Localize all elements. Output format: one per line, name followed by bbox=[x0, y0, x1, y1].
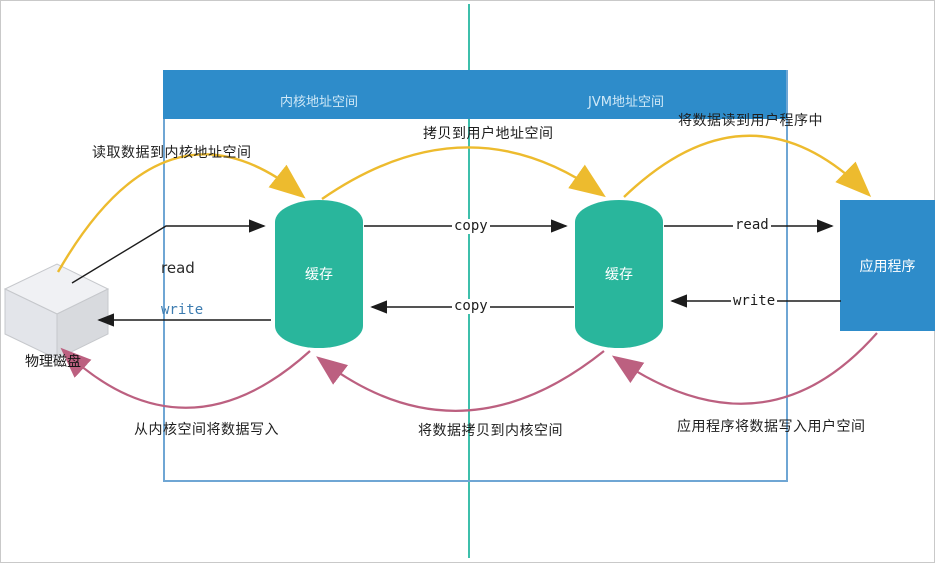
read-flow-label-user-to-app: 将数据读到用户程序中 bbox=[678, 113, 823, 129]
copy-to-kernel-edge-label: copy bbox=[452, 298, 490, 314]
physical-disk-label: 物理磁盘 bbox=[25, 354, 81, 370]
jvm-buffer-label: 缓存 bbox=[605, 267, 633, 283]
write-flow-label-kernel-to-disk: 从内核空间将数据写入 bbox=[134, 422, 279, 438]
physical-disk-shape bbox=[3, 263, 110, 360]
app-write-edge-label: write bbox=[731, 293, 778, 309]
application-box: 应用程序 bbox=[840, 200, 935, 331]
copy-to-jvm-edge-label: copy bbox=[452, 218, 490, 234]
address-space-header-bar: 内核地址空间 JVM地址空间 bbox=[163, 70, 786, 119]
read-flow-label-disk-to-kernel: 读取数据到内核地址空间 bbox=[92, 145, 252, 161]
write-flow-label-app-to-user: 应用程序将数据写入用户空间 bbox=[677, 419, 866, 435]
kernel-space-label: 内核地址空间 bbox=[280, 95, 359, 110]
application-label: 应用程序 bbox=[859, 258, 916, 275]
app-read-edge-label: read bbox=[733, 217, 771, 233]
disk-write-edge-label: write bbox=[161, 302, 204, 318]
disk-read-edge-label: read bbox=[161, 259, 195, 277]
center-divider-line bbox=[468, 4, 470, 558]
kernel-buffer-label: 缓存 bbox=[305, 267, 333, 283]
kernel-buffer-cylinder: 缓存 bbox=[275, 200, 363, 348]
disk-right-face bbox=[56, 288, 109, 360]
jvm-space-label: JVM地址空间 bbox=[588, 95, 664, 110]
read-flow-label-kernel-to-user: 拷贝到用户地址空间 bbox=[423, 126, 554, 142]
write-flow-label-user-to-kernel: 将数据拷贝到内核空间 bbox=[418, 423, 563, 439]
jvm-buffer-cylinder: 缓存 bbox=[575, 200, 663, 348]
